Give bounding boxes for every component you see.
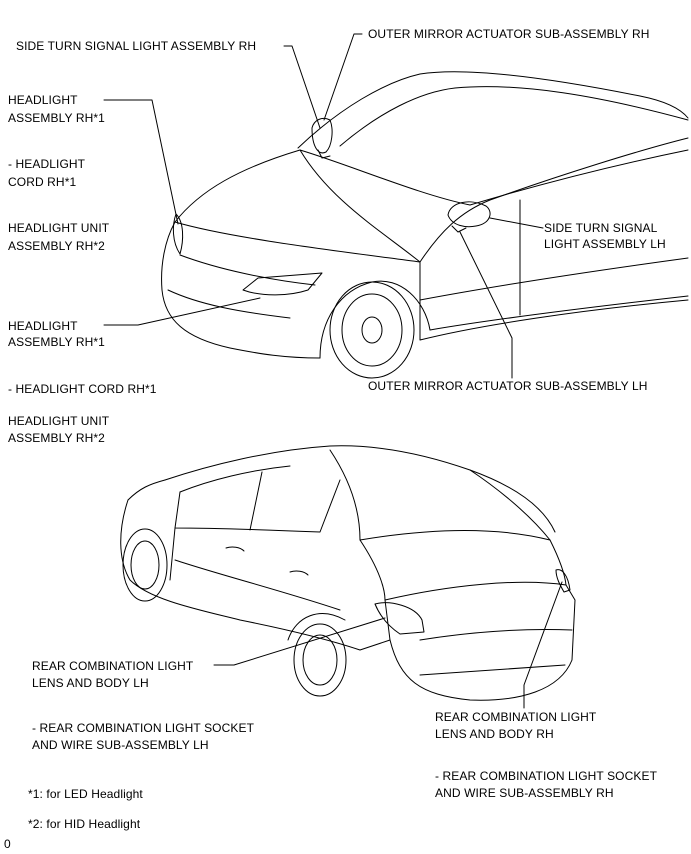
label-cord-mid: - HEADLIGHT CORD RH*1 [8, 382, 157, 396]
label-headlight-top-2: ASSEMBLY RH*1 [8, 111, 105, 125]
label-side-turn-signal-lh-1: SIDE TURN SIGNAL [544, 221, 658, 235]
label-headlight-top-1: HEADLIGHT [8, 93, 78, 107]
label-rear-socket-rh-2: AND WIRE SUB-ASSEMBLY RH [435, 786, 614, 800]
corner-marker: 0 [4, 837, 11, 851]
footnote-led: *1: for LED Headlight [28, 787, 143, 801]
label-side-turn-signal-lh-2: LIGHT ASSEMBLY LH [544, 237, 666, 251]
label-rear-socket-lh-1: - REAR COMBINATION LIGHT SOCKET [32, 721, 255, 735]
label-side-turn-signal-rh: SIDE TURN SIGNAL LIGHT ASSEMBLY RH [16, 39, 257, 53]
label-headlight-mid-2: ASSEMBLY RH*1 [8, 335, 105, 349]
footnote-hid: *2: for HID Headlight [28, 817, 141, 831]
label-headlight-mid-1: HEADLIGHT [8, 319, 78, 333]
front-car-drawing [161, 71, 689, 379]
label-rear-socket-rh-1: - REAR COMBINATION LIGHT SOCKET [435, 769, 658, 783]
label-rear-lens-lh-2: LENS AND BODY LH [32, 676, 149, 690]
label-outer-mirror-lh: OUTER MIRROR ACTUATOR SUB-ASSEMBLY LH [368, 379, 648, 393]
rear-car-drawing [120, 445, 576, 701]
label-unit-mid-1: HEADLIGHT UNIT [8, 414, 110, 428]
label-rear-lens-rh-1: REAR COMBINATION LIGHT [435, 710, 597, 724]
label-rear-lens-lh-1: REAR COMBINATION LIGHT [32, 659, 194, 673]
leader-lines [103, 33, 563, 709]
label-unit-mid-2: ASSEMBLY RH*2 [8, 431, 105, 445]
label-unit-top-1: HEADLIGHT UNIT [8, 221, 110, 235]
label-outer-mirror-rh: OUTER MIRROR ACTUATOR SUB-ASSEMBLY RH [368, 27, 650, 41]
label-cord-top-1: - HEADLIGHT [8, 157, 86, 171]
label-unit-top-2: ASSEMBLY RH*2 [8, 239, 105, 253]
label-rear-socket-lh-2: AND WIRE SUB-ASSEMBLY LH [32, 738, 209, 752]
label-rear-lens-rh-2: LENS AND BODY RH [435, 727, 554, 741]
label-cord-top-2: CORD RH*1 [8, 175, 77, 189]
